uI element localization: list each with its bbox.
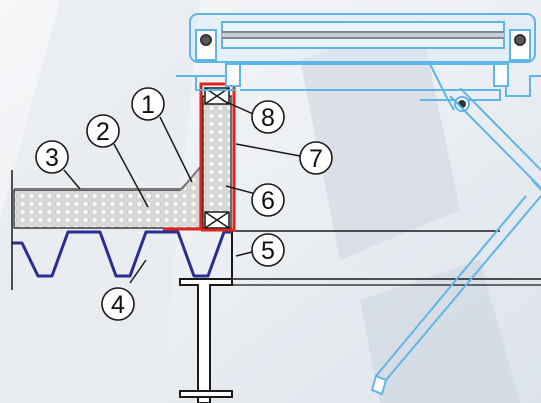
svg-text:4: 4 xyxy=(111,291,125,319)
svg-text:8: 8 xyxy=(261,104,275,132)
svg-text:5: 5 xyxy=(261,237,275,265)
svg-text:3: 3 xyxy=(45,144,59,172)
callout-7: 7 xyxy=(299,141,333,175)
svg-text:2: 2 xyxy=(96,118,110,146)
callout-2: 2 xyxy=(86,114,120,148)
rooflight-strut xyxy=(370,63,541,396)
svg-text:1: 1 xyxy=(141,91,155,119)
background-shade xyxy=(300,20,460,260)
callout-1: 1 xyxy=(131,87,165,121)
roof-membrane xyxy=(14,165,202,190)
callout-6: 6 xyxy=(251,183,285,217)
svg-text:7: 7 xyxy=(309,145,323,173)
trapezoidal-metal-deck xyxy=(12,230,232,278)
upstand-insulation xyxy=(202,95,232,229)
background-shade xyxy=(360,260,520,403)
rooflight-frame xyxy=(176,13,541,101)
callout-3: 3 xyxy=(35,140,69,174)
steel-beam xyxy=(179,231,233,403)
callout-5: 5 xyxy=(251,233,285,267)
upstand-flashing xyxy=(163,82,236,232)
callout-8: 8 xyxy=(251,100,285,134)
callout-4: 4 xyxy=(101,287,135,321)
svg-text:6: 6 xyxy=(261,187,275,215)
